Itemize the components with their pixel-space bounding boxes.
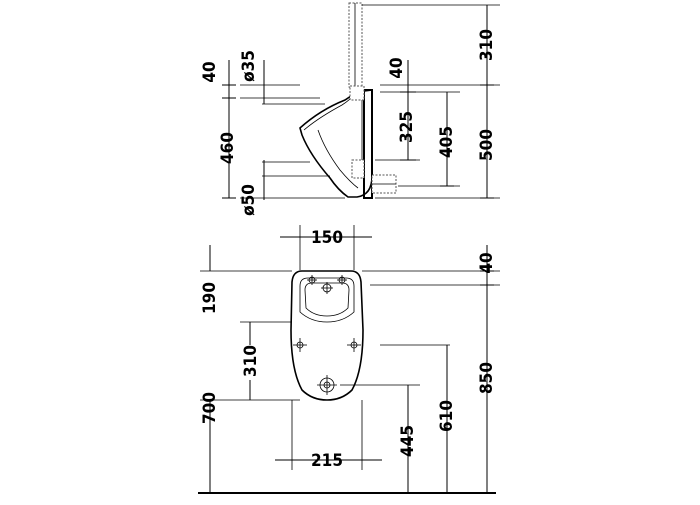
outlet-point	[317, 375, 337, 395]
front-dim-floor-to-mount: 610	[437, 400, 457, 432]
side-dim-height-left: 460	[218, 132, 238, 164]
side-dim-top-offset-left: 40	[200, 61, 220, 82]
side-dim-outlet-diameter: ø50	[239, 184, 259, 216]
front-dim-floor-to-outlet: 445	[398, 425, 418, 457]
front-dimension-lines	[209, 236, 494, 493]
side-dim-total-height: 500	[477, 129, 497, 161]
side-left-dimension-lines	[222, 60, 265, 200]
front-dim-top-width: 150	[311, 228, 343, 248]
side-dim-top-offset-right: 40	[387, 57, 407, 78]
side-right-dimension-lines	[362, 4, 500, 199]
front-dim-bottom-width: 215	[311, 451, 343, 471]
front-view: 150 190 310 700 215 445 610 850 40	[198, 225, 500, 494]
side-dim-inlet-height: 325	[397, 111, 417, 143]
fixing-point-top-left	[307, 275, 317, 285]
mount-point-left	[293, 338, 307, 352]
urinal-side-profile	[299, 85, 397, 199]
fixing-point-top-right	[337, 275, 347, 285]
side-view-labels: 40 ø35 460 ø50 40 325 405 500 310	[200, 29, 497, 216]
side-dim-outlet-height: 405	[437, 126, 457, 158]
side-dim-pipe-height: 310	[477, 29, 497, 61]
front-dim-floor-to-bottom: 700	[200, 392, 220, 424]
front-dim-top-offset: 40	[477, 252, 497, 273]
inlet-point	[321, 282, 333, 294]
front-dim-mount-height: 310	[241, 345, 261, 377]
urinal-front-outline	[290, 270, 364, 401]
side-view: 40 ø35 460 ø50 40 325 405 500 310	[200, 2, 500, 216]
supply-pipe	[348, 2, 363, 88]
side-dim-inlet-diameter: ø35	[239, 50, 259, 82]
front-dim-rim-height: 190	[200, 282, 220, 314]
front-view-labels: 150 190 310 700 215 445 610 850 40	[200, 228, 497, 471]
front-dim-floor-to-top: 850	[477, 362, 497, 394]
mount-point-right	[347, 338, 361, 352]
